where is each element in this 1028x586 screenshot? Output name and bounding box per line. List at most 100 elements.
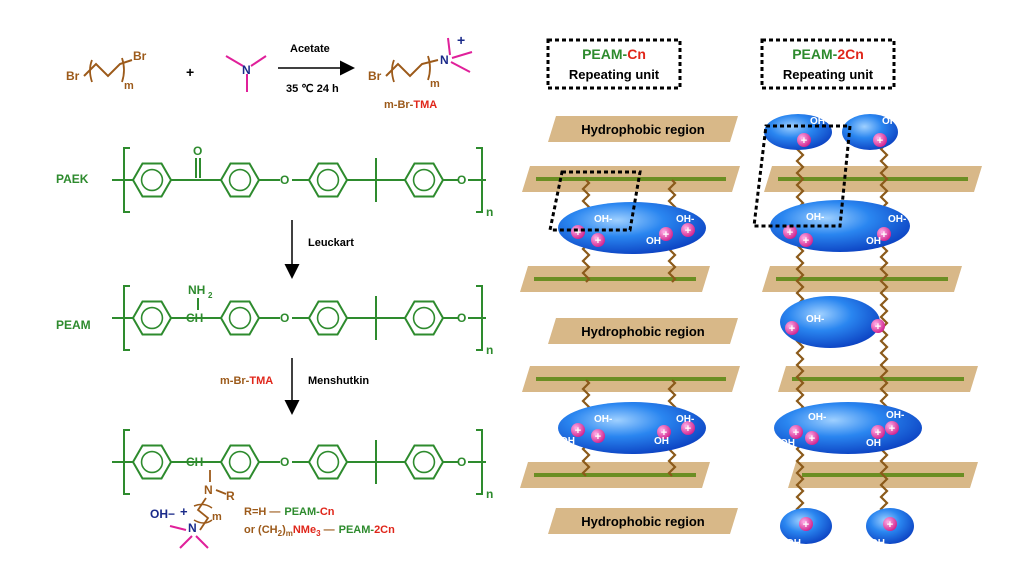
plus-sign: +: [186, 64, 194, 80]
r-definition-2cn: or (CH2)mNMe3 —PEAM-2Cn: [244, 524, 395, 538]
paek-repeat-n: n: [486, 205, 493, 219]
backbone-band-2cn-2: [762, 266, 962, 292]
leuckart-label: Leuckart: [308, 237, 354, 249]
peam-label: PEAM: [56, 318, 91, 332]
cation-site: +: [883, 517, 897, 531]
plus-mark: +: [787, 227, 793, 239]
step-arrow-menshutkin: m-Br-TMA Menshutkin: [220, 358, 369, 415]
hydroxide-label: OH-: [594, 214, 612, 225]
hydroxide-label: OH: [770, 334, 785, 345]
cation-site: +: [871, 319, 885, 333]
plus-mark: +: [661, 427, 667, 439]
cation-site: +: [805, 431, 819, 445]
ionic-cluster-cn-2: + + + +: [558, 402, 706, 454]
hydroxide-label: OH: [560, 436, 575, 447]
ionic-cluster-2cn-top-right: +: [842, 114, 898, 150]
paek-carbonyl-o: O: [193, 144, 202, 158]
hydrophobic-band-top-cn: Hydrophobic region: [548, 116, 738, 142]
arrow-condition-temperature: 35 ℃ 24 h: [286, 83, 339, 95]
hydrophobic-label: Hydrophobic region: [581, 514, 705, 529]
hydroxide-label: OH: [786, 538, 801, 549]
hydroxide-label: OH: [762, 236, 777, 247]
cation-site: +: [659, 227, 673, 241]
hydroxide-label: OH: [870, 538, 885, 549]
peam-ch: CH: [186, 311, 203, 325]
side-chain-r: R: [226, 489, 235, 503]
final-ring-2: [219, 444, 261, 480]
plus-mark: +: [685, 423, 691, 435]
hydroxide-label: OH: [654, 436, 669, 447]
panel-cn-subtitle: Repeating unit: [569, 67, 660, 82]
cation-site: +: [789, 425, 803, 439]
peam-repeat-n: n: [486, 343, 493, 357]
cation-site: +: [799, 517, 813, 531]
r-group-definitions: R=H —PEAM-Cn or (CH2)mNMe3 —PEAM-2Cn: [244, 506, 395, 538]
menshutkin-reagent: m-Br-TMA: [220, 375, 273, 387]
ionic-cluster-2cn-3: ++++: [774, 402, 922, 454]
peam-ring-1: [131, 300, 173, 336]
trimethylamine-structure: N: [225, 55, 267, 92]
plus-mark: +: [793, 427, 799, 439]
backbone-band-2cn-1: [764, 166, 982, 192]
step-arrow-leuckart: Leuckart: [284, 220, 354, 279]
product-n: N: [440, 53, 449, 67]
plus-mark: +: [875, 321, 881, 333]
hydroxide-label: OH: [866, 438, 881, 449]
product-label: m-Br-TMA: [384, 99, 437, 111]
side-chain-m: m: [212, 511, 222, 523]
hydroxide-label: OH-: [808, 412, 826, 423]
trimethylamine-n: N: [242, 63, 251, 77]
plus-mark: +: [803, 519, 809, 531]
menshutkin-label: Menshutkin: [308, 375, 369, 387]
cation-site: +: [681, 223, 695, 237]
morphology-panels: PEAM-Cn Repeating unit PEAM-2Cn Repeatin…: [520, 38, 982, 549]
ionic-cluster-cn-1: + + + +: [558, 202, 706, 254]
cation-site: +: [877, 227, 891, 241]
panel-2cn-subtitle: Repeating unit: [783, 67, 874, 82]
repeating-unit-marker-2cn: [752, 124, 852, 228]
cation-site: +: [783, 225, 797, 239]
product-charge: +: [457, 32, 465, 48]
plus-mark: +: [801, 135, 807, 147]
paek-ring-1: [131, 162, 173, 198]
peam-amine: NH: [188, 283, 205, 297]
final-ether-o: O: [280, 455, 289, 469]
reaction-1: Br m Br + N Acetate 35 ℃ 24 h Br m N: [66, 32, 473, 111]
side-chain-n-plus: N: [188, 521, 197, 535]
peam-ether-o: O: [280, 311, 289, 325]
m-br-tma-structure: Br m N +: [368, 32, 473, 90]
cation-site: +: [871, 425, 885, 439]
final-repeat-n: n: [486, 487, 493, 501]
cation-site: +: [571, 423, 585, 437]
plus-mark: +: [789, 323, 795, 335]
final-ring-1: [131, 444, 173, 480]
cation-site: +: [873, 133, 887, 147]
plus-mark: +: [881, 229, 887, 241]
side-chain: [879, 139, 889, 525]
hydroxide-label: OH-: [810, 116, 828, 127]
side-chain-plus: +: [180, 504, 188, 519]
paek-ether-o: O: [280, 173, 289, 187]
side-chain-n: N: [204, 483, 213, 497]
hydroxide-label: OH: [548, 236, 563, 247]
paek-end-o: O: [457, 173, 466, 187]
product-br: Br: [368, 69, 382, 83]
plus-mark: +: [595, 431, 601, 443]
hydroxide-label: OH-: [882, 116, 900, 127]
cation-site: +: [657, 425, 671, 439]
plus-mark: +: [575, 227, 581, 239]
cation-site: +: [591, 233, 605, 247]
panel-2cn-title: PEAM-2Cn Repeating unit: [760, 38, 896, 90]
ionic-cluster-2cn-top-left: +: [764, 114, 832, 150]
reagent-br-right: Br: [133, 49, 147, 63]
backbone-band-cn-1: [522, 166, 740, 192]
peam-ring-2: [219, 300, 261, 336]
hydroxide-label: OH-: [886, 410, 904, 421]
hydroxide-label: OH: [780, 438, 795, 449]
peam-ring-4: [403, 300, 445, 336]
hydrophobic-label: Hydrophobic region: [581, 324, 705, 339]
plus-mark: +: [877, 135, 883, 147]
